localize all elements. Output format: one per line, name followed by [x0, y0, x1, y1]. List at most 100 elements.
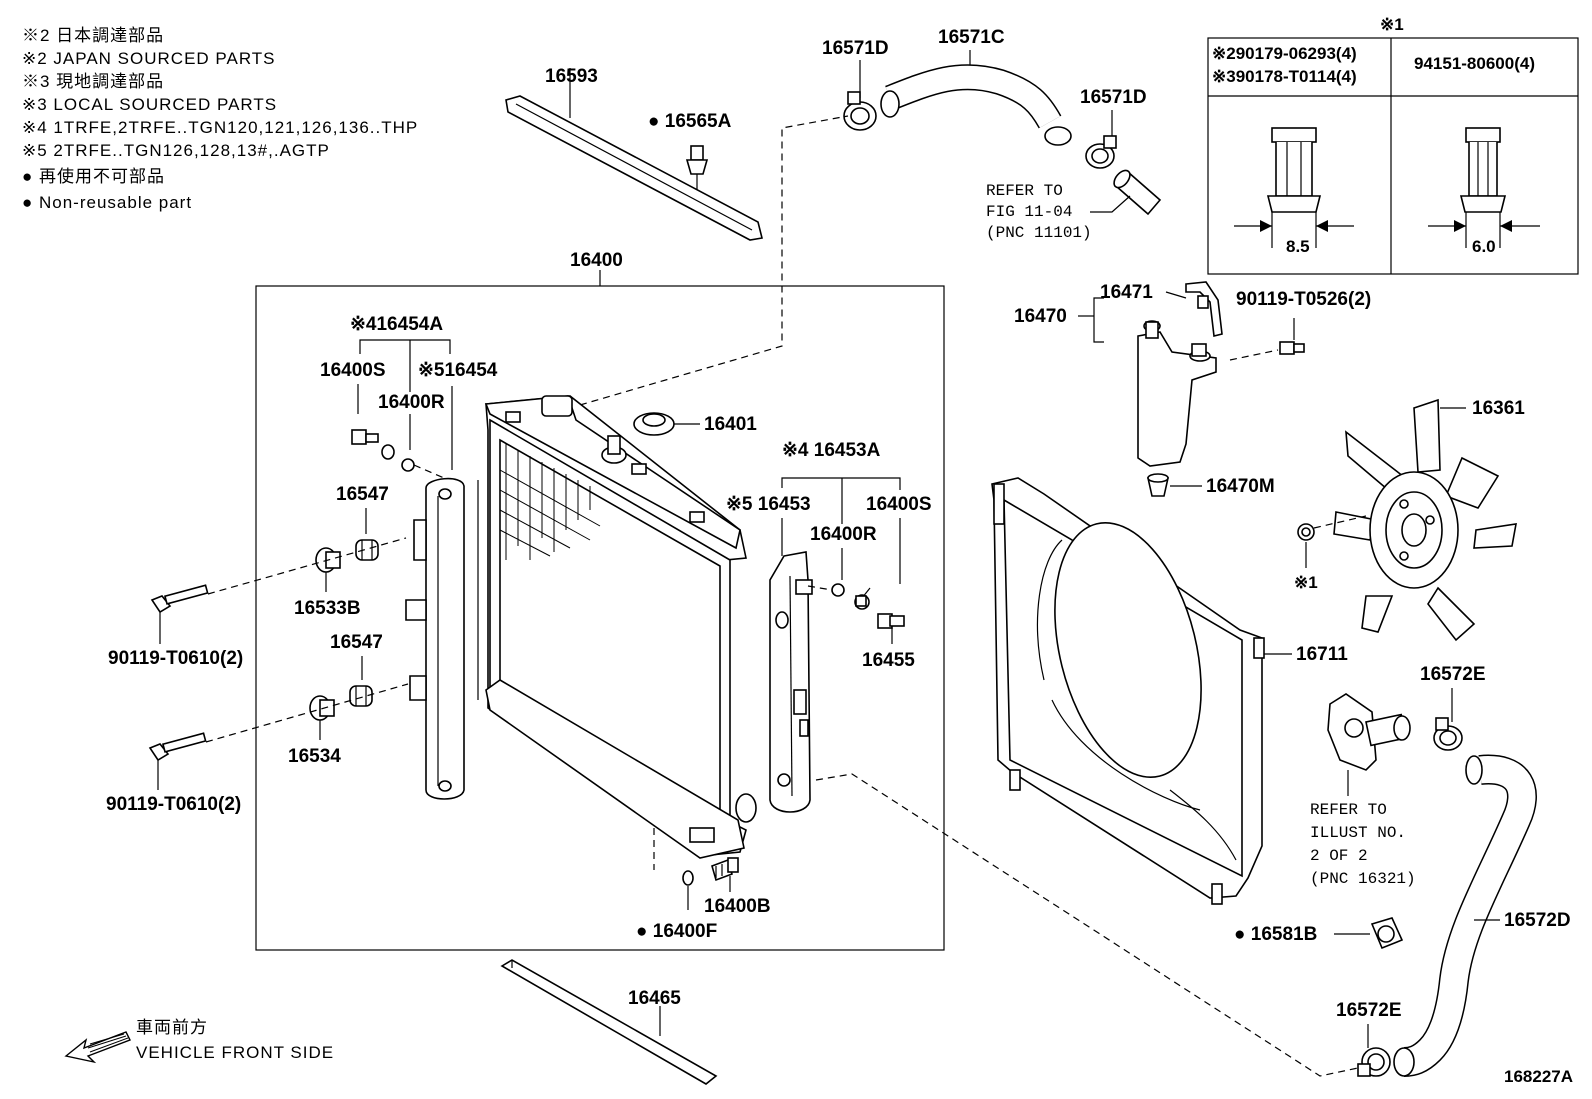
- label-16572d: 16572D: [1504, 910, 1571, 931]
- label-16400s-right: 16400S: [866, 494, 932, 515]
- label-16454a: ※416454A: [350, 314, 443, 335]
- washer-16400r-right: [831, 583, 845, 597]
- label-16711: 16711: [1296, 644, 1348, 665]
- label-16572e-bottom: 16572E: [1336, 1000, 1402, 1021]
- clip-16565a: [685, 145, 709, 190]
- label-16581b: ● 16581B: [1234, 924, 1317, 945]
- label-16571d-right: 16571D: [1080, 87, 1147, 108]
- front-side-en: VEHICLE FRONT SIDE: [136, 1043, 334, 1062]
- label-16572e-top: 16572E: [1420, 664, 1486, 685]
- legend-line-1: ※2 日本調達部品: [22, 26, 164, 45]
- refer2-line4: (PNC 16321): [1310, 870, 1416, 888]
- label-16455: 16455: [862, 650, 915, 671]
- right-side-seal: [769, 551, 813, 813]
- coolant-reservoir: [1137, 320, 1217, 467]
- label-16400r-right: 16400R: [810, 524, 877, 545]
- label-16571c: 16571C: [938, 27, 1005, 48]
- radiator-core: [484, 395, 757, 859]
- o-ring-16400f: [682, 870, 694, 886]
- fastener-inset-table: ※1 ※290179-06293(4) ※390178-T0114(4) 941…: [1207, 15, 1579, 275]
- label-16453a: ※4 16453A: [782, 440, 881, 461]
- inset-top-mark: ※1: [1380, 15, 1404, 34]
- inset-right-header: 94151-80600(4): [1414, 54, 1535, 73]
- front-side-jp: 車両前方: [136, 1018, 208, 1037]
- refer2-line2: ILLUST NO.: [1310, 824, 1406, 842]
- washer-16400r-left: [381, 444, 395, 460]
- hose-clamp-upper-left: [843, 91, 877, 131]
- engine-outlet-pipe: [1113, 169, 1162, 216]
- label-16400r-left: 16400R: [378, 392, 445, 413]
- refer1-line2: FIG 11-04: [986, 203, 1072, 221]
- hose-clamp-16581b: [1370, 917, 1404, 950]
- fan-nut: [1297, 523, 1315, 541]
- inset-right-dim: 6.0: [1472, 237, 1496, 256]
- bolt-16400s-left: [351, 429, 379, 445]
- label-16465: 16465: [628, 988, 681, 1009]
- grommet-16547-lower: [349, 685, 373, 707]
- radiator-support-bracket: [505, 68, 763, 241]
- legend-line-8: ● Non-reusable part: [22, 193, 192, 212]
- flange-nut-icon: [1459, 127, 1507, 213]
- bolt-16455: [877, 613, 905, 629]
- label-16547-upper: 16547: [336, 484, 389, 505]
- label-90119-t0526: 90119-T0526(2): [1236, 289, 1371, 310]
- label-16400s-left: 16400S: [320, 360, 386, 381]
- bolt-90119-upper: [150, 584, 209, 614]
- label-mark1: ※1: [1294, 573, 1318, 592]
- refer1-line1: REFER TO: [986, 182, 1063, 200]
- bolt-90119-t0526: [1279, 341, 1305, 355]
- label-16400f: ● 16400F: [636, 921, 717, 942]
- label-16565a: ● 16565A: [648, 111, 732, 132]
- label-16571d-top: 16571D: [822, 38, 889, 59]
- legend-line-5: ※4 1TRFE,2TRFE..TGN120,121,126,136..THP: [22, 118, 418, 137]
- figure-code: 168227A: [1504, 1067, 1573, 1086]
- label-16400b: 16400B: [704, 896, 771, 917]
- label-16547-lower: 16547: [330, 632, 383, 653]
- vehicle-front-arrow-icon: [64, 1031, 131, 1064]
- label-16454: ※516454: [418, 360, 498, 381]
- radiator-cap: [633, 412, 675, 436]
- inset-left-header-2: ※390178-T0114(4): [1212, 67, 1357, 86]
- reservoir-grommet: [1147, 473, 1169, 497]
- label-16534: 16534: [288, 746, 341, 767]
- label-16453: ※5 16453: [726, 494, 811, 515]
- label-90119-upper: 90119-T0610(2): [108, 648, 243, 669]
- legend-line-7: ● 再使用不可部品: [22, 166, 165, 186]
- water-inlet-housing: [1327, 693, 1411, 771]
- bushing-16533b: [315, 547, 341, 573]
- label-16470m: 16470M: [1206, 476, 1275, 497]
- label-16401: 16401: [704, 414, 757, 435]
- inset-left-header-1: ※290179-06293(4): [1212, 44, 1357, 63]
- grommet-16547-upper: [355, 539, 379, 561]
- legend-line-3: ※3 現地調達部品: [22, 72, 164, 91]
- lower-radiator-hose: [1393, 754, 1537, 1077]
- bolt-16400s-right: [854, 594, 870, 610]
- label-16470: 16470: [1014, 306, 1067, 327]
- refer1-line3: (PNC 11101): [986, 224, 1092, 242]
- refer2-line1: REFER TO: [1310, 801, 1387, 819]
- drain-cock: [711, 857, 739, 882]
- legend-line-6: ※5 2TRFE..TGN126,128,13#,.AGTP: [22, 141, 330, 160]
- cooling-fan: [1333, 398, 1517, 642]
- label-16593: 16593: [545, 66, 598, 87]
- hose-clamp-lower-top: [1433, 717, 1463, 751]
- radiator-lower-seal: [500, 959, 718, 1085]
- label-16400: 16400: [570, 250, 623, 271]
- refer2-line3: 2 OF 2: [1310, 847, 1368, 865]
- bushing-16534: [309, 695, 335, 721]
- legend-line-2: ※2 JAPAN SOURCED PARTS: [22, 49, 276, 68]
- flange-nut-icon: [1266, 127, 1322, 213]
- left-side-seal: [405, 477, 465, 800]
- label-90119-lower: 90119-T0610(2): [106, 794, 241, 815]
- inset-left-dim: 8.5: [1286, 237, 1310, 256]
- legend: ※2 日本調達部品 ※2 JAPAN SOURCED PARTS ※3 現地調達…: [22, 26, 418, 212]
- fan-shroud: [991, 477, 1265, 905]
- core-fin-hatching: [499, 444, 601, 560]
- label-16471: 16471: [1100, 282, 1153, 303]
- label-16361: 16361: [1472, 398, 1525, 419]
- reservoir-cap-hose: [1185, 281, 1223, 337]
- bolt-90119-lower: [148, 732, 207, 762]
- hose-clamp-upper-right: [1085, 135, 1117, 169]
- upper-radiator-hose: [880, 64, 1072, 146]
